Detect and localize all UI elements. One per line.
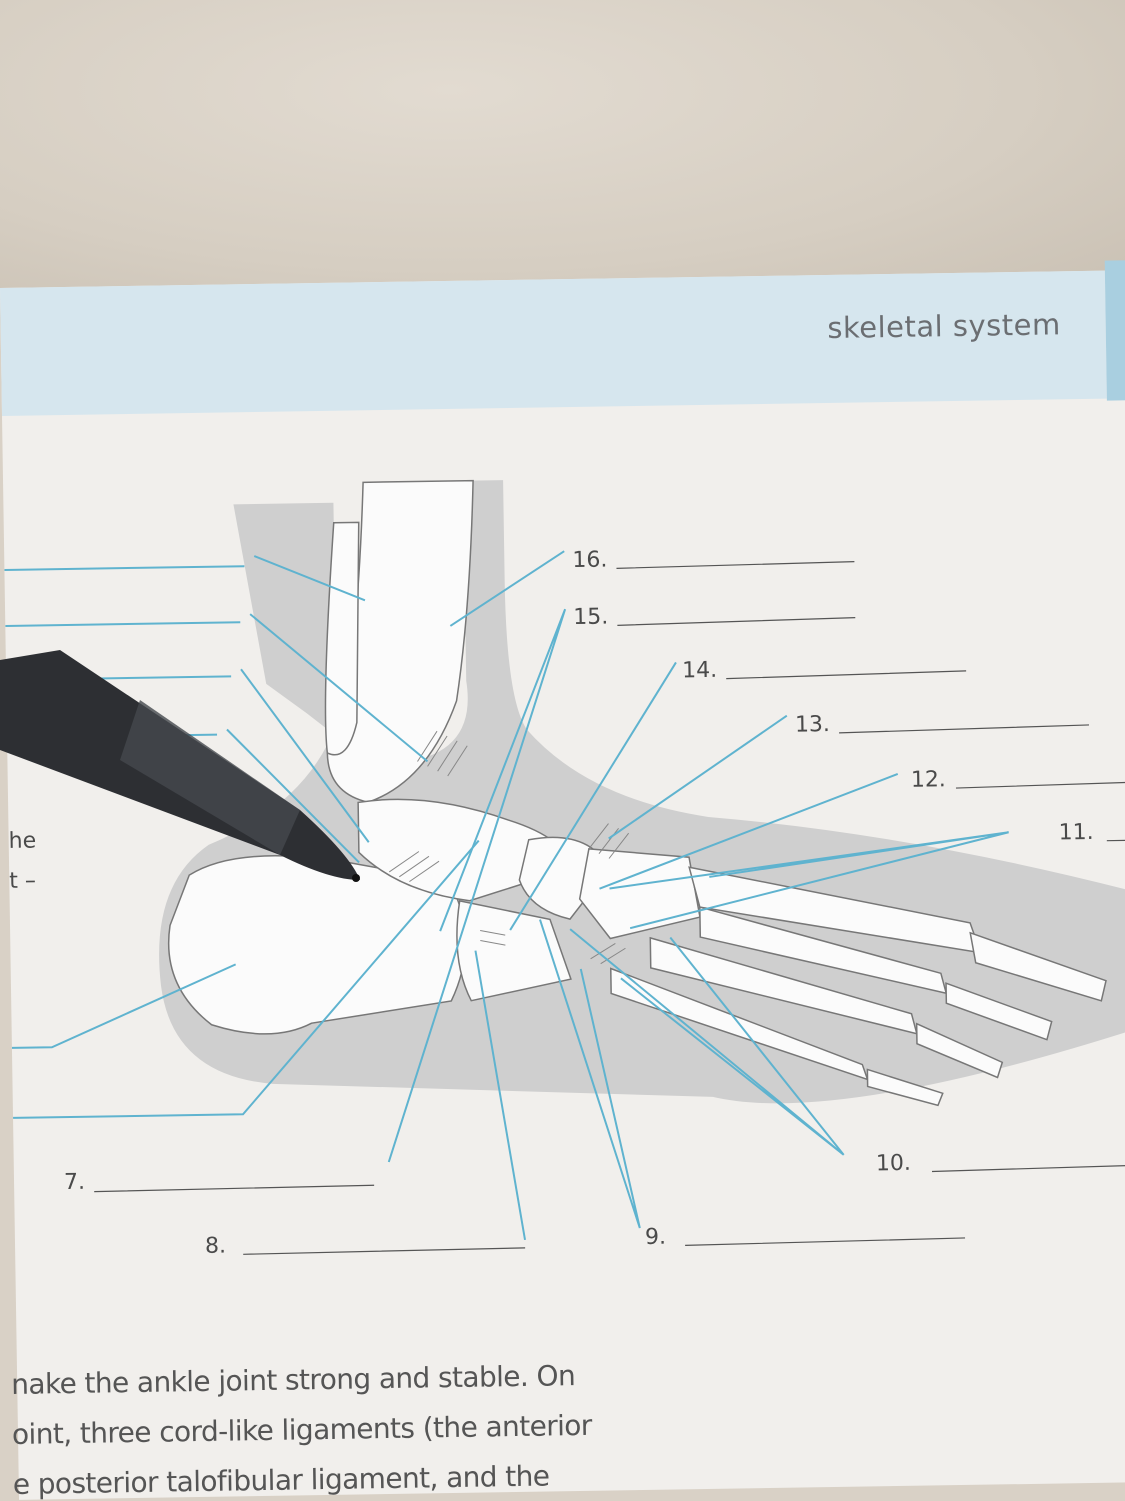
body-text-line-2: oint, three cord-like ligaments (the ant… — [11, 1408, 592, 1451]
ligament-hatching — [388, 730, 630, 965]
label-12: 12. — [911, 767, 946, 793]
label-13: 13. — [795, 712, 830, 738]
label-11: 11. — [1058, 820, 1093, 846]
margin-text-1: he — [8, 829, 36, 854]
pen-grip — [120, 700, 300, 855]
foot-bones — [167, 479, 1107, 1107]
label-14: 14. — [682, 658, 717, 684]
label-9: 9. — [645, 1225, 666, 1250]
phalanges — [866, 931, 1107, 1107]
fabric-background — [0, 0, 1125, 300]
label-8: 8. — [205, 1234, 226, 1259]
answer-lines — [94, 561, 1125, 1255]
pen — [0, 650, 360, 882]
pen-tip — [352, 874, 360, 882]
label-10: 10. — [876, 1151, 911, 1177]
workbook-page: skeletal system — [0, 260, 1125, 1501]
cuneiforms — [578, 848, 701, 940]
label-16: 16. — [572, 547, 607, 573]
margin-text-2: t – — [9, 869, 36, 894]
label-7: 7. — [64, 1170, 85, 1195]
body-text-line-3: e posterior talofibular ligament, and th… — [12, 1459, 550, 1501]
ankle-ligament-diagram: 16. 15. 14. 13. 12. 11. 10. 9. 8. 7. he … — [4, 479, 1125, 1259]
label-15: 15. — [573, 604, 608, 630]
